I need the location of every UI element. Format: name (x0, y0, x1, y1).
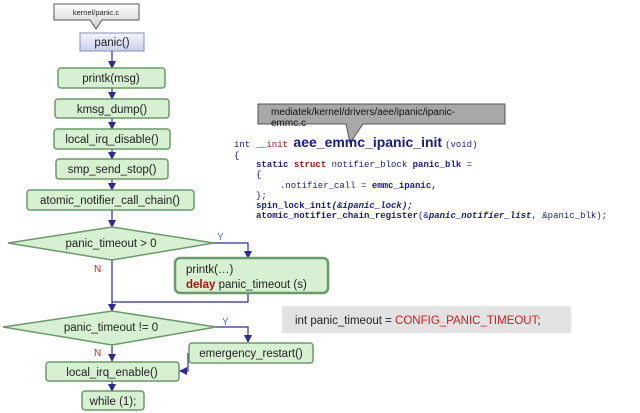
flow-arrows (108, 51, 252, 392)
decision2-label: panic_timeout != 0 (64, 322, 158, 334)
code-line-close: }; (256, 191, 267, 201)
local-irq-disable-label: local_irq_disable() (65, 134, 158, 146)
delay-keyword: delay (186, 279, 216, 291)
printk-delay-node: printk(…) delay panic_timeout (s) (173, 256, 330, 295)
source-path-line1: mediatek/kernel/drivers/aee/ipanic/ipani… (271, 107, 455, 118)
panic-timeout-definition-text: int panic_timeout = CONFIG_PANIC_TIMEOUT… (295, 315, 541, 327)
local-irq-disable-node: local_irq_disable() (53, 128, 171, 150)
local-irq-enable-label: local_irq_enable() (66, 367, 158, 379)
printk-msg-node: printk(msg) (57, 67, 166, 89)
while-loop-node: while (1); (81, 390, 145, 411)
atomic-notifier-node: atomic_notifier_call_chain() (26, 189, 195, 211)
emergency-restart-node: emergency_restart() (188, 342, 314, 364)
code-line-brace: { (256, 170, 261, 180)
delay-rest: panic_timeout (s) (215, 279, 307, 291)
delay-line: delay panic_timeout (s) (186, 279, 307, 291)
local-irq-enable-node: local_irq_enable() (45, 361, 180, 382)
kmsg-dump-node: kmsg_dump() (54, 98, 170, 119)
printk-msg-label: printk(msg) (82, 73, 140, 85)
panic-node: panic() (79, 32, 145, 52)
code-line-notifier-register: atomic_notifier_chain_register(&panic_no… (256, 211, 607, 221)
kmsg-dump-label: kmsg_dump() (77, 104, 147, 116)
code-signature: int __init aee_emmc_ipanic_init(void) (234, 134, 477, 150)
decision2-yes-label: Y (222, 317, 229, 328)
panic-label: panic() (94, 37, 129, 49)
smp-send-stop-node: smp_send_stop() (55, 158, 169, 180)
code-open-brace: { (234, 151, 239, 161)
decision-panic-timeout-nonzero: panic_timeout != 0 (2, 310, 217, 346)
decision2-no-label: N (94, 348, 101, 359)
decision1-label: panic_timeout > 0 (65, 238, 156, 250)
printk-dots-label: printk(…) (186, 264, 233, 276)
code-line-notifier-call: .notifier_call = emmc_ipanic, (280, 181, 437, 191)
atomic-notifier-label: atomic_notifier_call_chain() (40, 195, 180, 207)
source-path-line2: emmc.c (271, 118, 306, 129)
decision1-no-label: N (94, 264, 101, 275)
code-line-spin-lock: spin_lock_init(&ipanic_lock); (256, 201, 413, 211)
decision1-yes-label: Y (217, 232, 224, 243)
code-line-notifier-block: static struct notifier_block panic_blk = (256, 160, 472, 170)
smp-send-stop-label: smp_send_stop() (68, 164, 157, 176)
source-path-callout: mediatek/kernel/drivers/aee/ipanic/ipani… (257, 103, 506, 145)
file-tag-text: kernel/panic.c (73, 8, 120, 17)
decision-panic-timeout-positive: panic_timeout > 0 (7, 226, 215, 261)
emergency-restart-label: emergency_restart() (199, 348, 303, 360)
panic-timeout-definition: int panic_timeout = CONFIG_PANIC_TIMEOUT… (281, 305, 572, 334)
file-tag-callout: kernel/panic.c (53, 3, 140, 30)
while-loop-label: while (1); (89, 396, 137, 408)
code-block: int __init aee_emmc_ipanic_init(void) { … (234, 134, 607, 221)
